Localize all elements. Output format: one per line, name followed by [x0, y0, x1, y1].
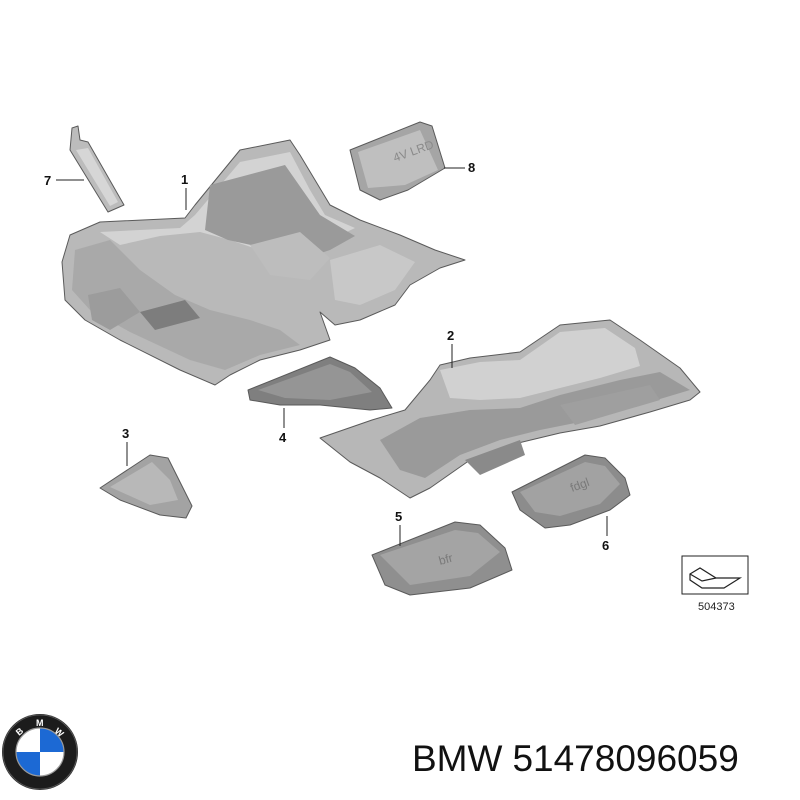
part-8-mat: 4V LRD: [349, 121, 446, 201]
reference-code: 504373: [698, 601, 735, 613]
callout-4: 4: [279, 408, 287, 445]
part-4-mat: [247, 356, 393, 411]
svg-text:7: 7: [44, 173, 51, 188]
svg-text:4: 4: [279, 430, 287, 445]
svg-text:fdgl: fdgl: [568, 475, 591, 495]
callout-8: 8: [444, 160, 475, 175]
callout-7: 7: [44, 173, 84, 188]
svg-text:2: 2: [447, 328, 454, 343]
callout-2: 2: [447, 328, 454, 368]
svg-text:8: 8: [468, 160, 475, 175]
svg-text:B: B: [14, 725, 26, 737]
svg-text:3: 3: [122, 426, 129, 441]
svg-text:1: 1: [181, 172, 188, 187]
svg-text:6: 6: [602, 538, 609, 553]
svg-text:5: 5: [395, 509, 402, 524]
part-3-mat: [99, 454, 193, 519]
bmw-logo: B M W: [2, 714, 78, 790]
callout-3: 3: [122, 426, 129, 466]
callout-5: 5: [395, 509, 402, 546]
part-5-mat: bfr: [371, 521, 513, 596]
callout-6: 6: [602, 516, 609, 553]
part-7-sill-strip: [69, 125, 125, 213]
reference-symbol: 504373: [681, 555, 749, 613]
part-number: 51478096059: [512, 738, 739, 779]
part-2-rear-carpet: [319, 319, 701, 499]
part-6-mat: fdgl: [511, 454, 631, 529]
svg-text:bfr: bfr: [437, 551, 454, 568]
part-1-front-carpet: [61, 139, 466, 386]
callout-1: 1: [181, 172, 188, 210]
svg-text:M: M: [36, 718, 44, 728]
brand-name: BMW: [412, 738, 503, 779]
